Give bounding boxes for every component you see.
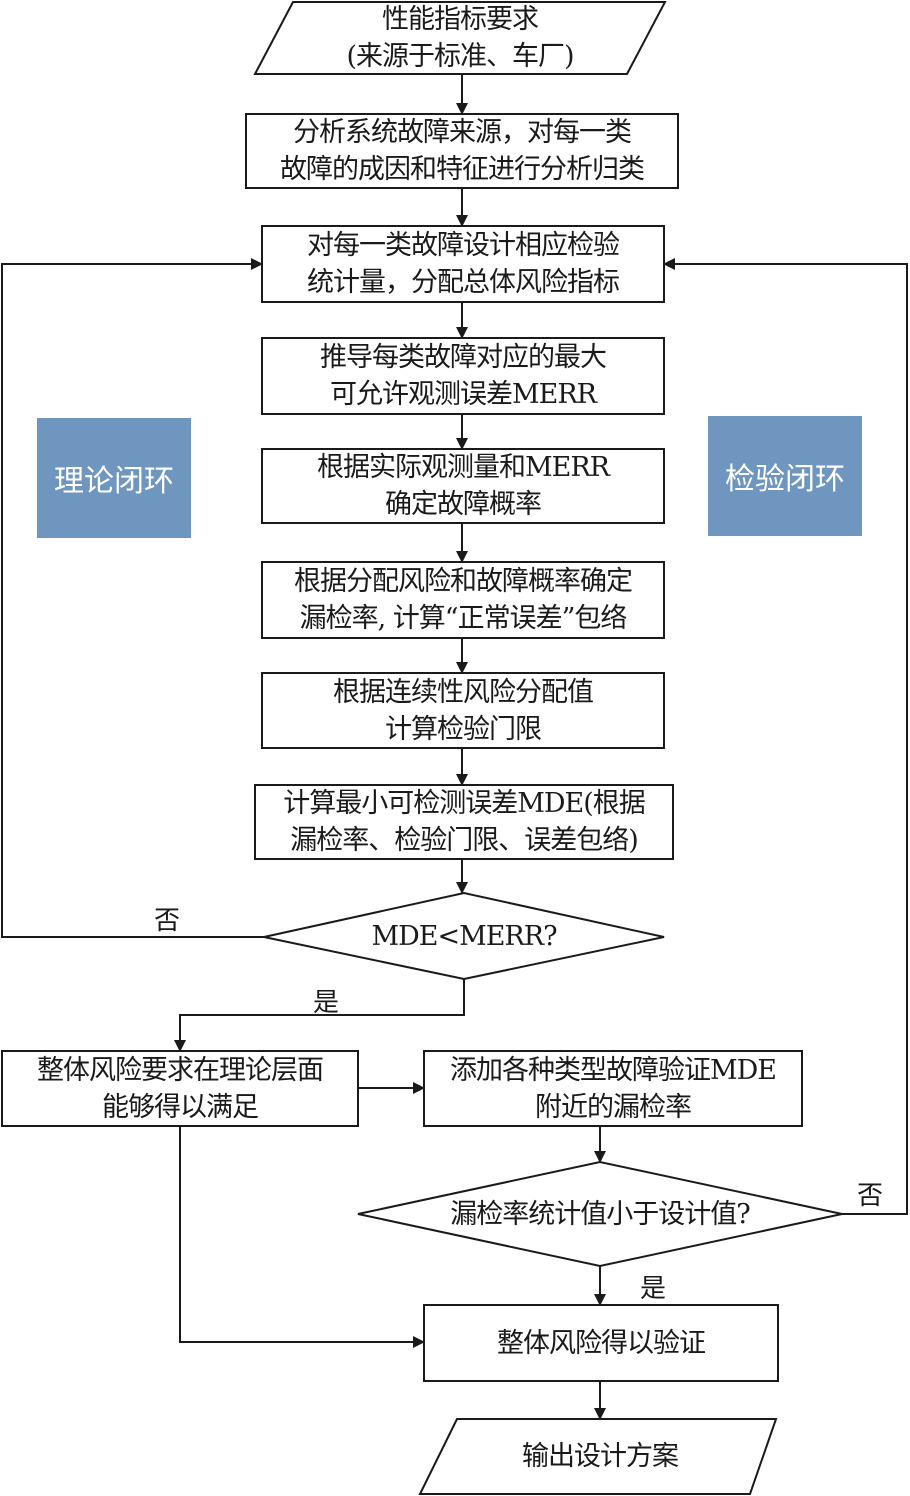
- decision2-text: 漏检率统计值小于设计值?: [450, 1198, 750, 1230]
- decision1-node: MDE<MERR?: [264, 893, 664, 979]
- edge-decision1-no: [1, 258, 264, 938]
- analyze-node: 分析系统故障来源，对每一类 故障的成因和特征进行分析归类: [246, 114, 678, 188]
- theory-loop-badge: 理论闭环: [37, 418, 191, 538]
- input-parallelogram: [253, 1, 667, 75]
- edge-theory-verified: [179, 1126, 425, 1348]
- design-stat-node: 对每一类故障设计相应检验 统计量，分配总体风险指标: [262, 226, 664, 302]
- verified-node: 整体风险得以验证: [424, 1305, 778, 1381]
- edge-decision2-no: [663, 258, 908, 1215]
- theory-ok-line-1: 整体风险要求在理论层面: [37, 1054, 324, 1086]
- design-stat-line-2: 统计量，分配总体风险指标: [307, 267, 620, 298]
- missed-rate-node: 根据分配风险和故障概率确定 漏检率, 计算“正常误差”包络: [262, 562, 664, 638]
- output-parallelogram: [418, 1418, 778, 1495]
- output-text: 输出设计方案: [522, 1441, 679, 1472]
- threshold-line-1: 根据连续性风险分配值: [333, 676, 594, 708]
- derive-merr-line-2: 可允许观测误差MERR: [329, 379, 597, 410]
- decision1-diamond: [263, 891, 665, 981]
- mde-line-2: 漏检率、检验门限、误差包络): [290, 825, 639, 856]
- derive-merr-line-1: 推导每类故障对应的最大: [320, 342, 607, 373]
- theory-ok-node: 整体风险要求在理论层面 能够得以满足: [2, 1051, 358, 1126]
- analyze-line-2: 故障的成因和特征进行分析归类: [280, 154, 645, 185]
- decision1-no-label: 否: [154, 906, 181, 936]
- decision1-text: MDE<MERR?: [371, 920, 557, 952]
- edge-decision1-yes: [174, 979, 465, 1052]
- missed-rate-line-1: 根据分配风险和故障概率确定: [294, 566, 633, 597]
- input-node: 性能指标要求 (来源于标准、车厂): [255, 2, 665, 74]
- mde-line-1: 计算最小可检测误差MDE(根据: [283, 788, 646, 819]
- inject-node: 添加各种类型故障验证MDE 附近的漏检率: [424, 1051, 802, 1126]
- verified-text: 整体风险得以验证: [497, 1327, 706, 1359]
- theory-ok-line-2: 能够得以满足: [102, 1091, 259, 1123]
- decision2-no-label: 否: [857, 1181, 884, 1211]
- fault-prob-line-2: 确定故障概率: [385, 489, 542, 520]
- decision1-yes-label: 是: [313, 988, 340, 1018]
- input-line-2: (来源于标准、车厂): [346, 41, 574, 72]
- fault-prob-node: 根据实际观测量和MERR 确定故障概率: [262, 449, 664, 523]
- output-node: 输出设计方案: [430, 1419, 770, 1494]
- decision2-node: 漏检率统计值小于设计值?: [358, 1162, 842, 1266]
- input-line-1: 性能指标要求: [382, 4, 539, 35]
- threshold-line-2: 计算检验门限: [385, 713, 542, 745]
- analyze-line-1: 分析系统故障来源，对每一类: [293, 117, 632, 148]
- decision2-yes-label: 是: [640, 1274, 667, 1304]
- mde-node: 计算最小可检测误差MDE(根据 漏检率、检验门限、误差包络): [255, 785, 673, 859]
- verify-loop-badge: 检验闭环: [708, 416, 862, 536]
- threshold-node: 根据连续性风险分配值 计算检验门限: [262, 673, 664, 748]
- missed-rate-line-2: 漏检率, 计算“正常误差”包络: [299, 603, 628, 634]
- derive-merr-node: 推导每类故障对应的最大 可允许观测误差MERR: [262, 338, 664, 414]
- fault-prob-line-1: 根据实际观测量和MERR: [316, 452, 610, 483]
- inject-line-2: 附近的漏检率: [535, 1091, 692, 1123]
- design-stat-line-1: 对每一类故障设计相应检验: [307, 230, 620, 261]
- inject-line-1: 添加各种类型故障验证MDE: [449, 1054, 777, 1086]
